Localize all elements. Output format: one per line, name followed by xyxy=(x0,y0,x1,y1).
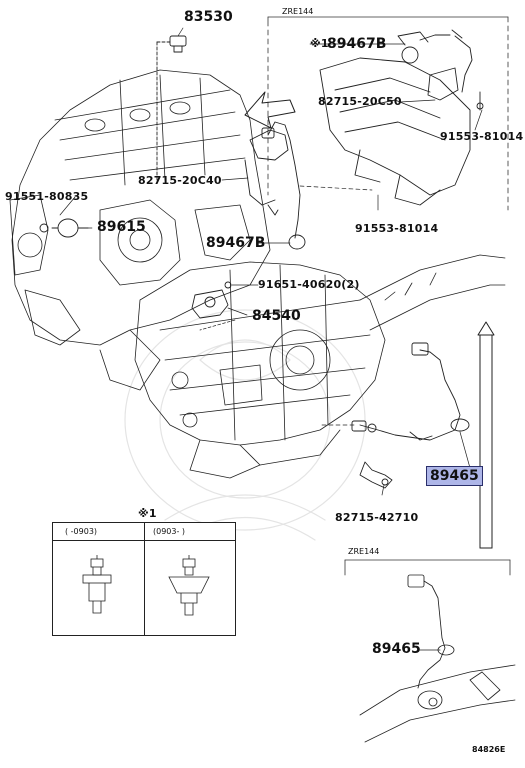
label-91551-80835[interactable]: 91551-80835 xyxy=(5,190,89,203)
exhaust-manifold-zre144 xyxy=(319,29,484,206)
label-zre144-top: ZRE144 xyxy=(282,7,314,16)
leader-lines xyxy=(59,27,483,496)
sensor-variant-new xyxy=(168,555,210,616)
label-89615[interactable]: 89615 xyxy=(97,219,146,235)
label-star1-table: ※1 xyxy=(138,507,157,520)
table-divider-vertical xyxy=(144,523,145,635)
label-91651-40620[interactable]: 91651-40620(2) xyxy=(258,278,360,291)
table-sensor-drawings xyxy=(82,555,210,616)
label-89465-highlighted[interactable]: 89465 xyxy=(426,466,483,486)
zre144-bottom-bracket xyxy=(344,559,511,576)
label-zre144-bottom: ZRE144 xyxy=(348,547,380,556)
label-star1-top: ※1 xyxy=(310,37,329,50)
inset-sensor-and-pipe xyxy=(359,574,516,743)
label-82715-20c40[interactable]: 82715-20C40 xyxy=(138,174,222,187)
upward-arrow xyxy=(477,321,495,549)
label-82715-42710[interactable]: 82715-42710 xyxy=(335,511,419,524)
sensor-variant-old xyxy=(82,555,112,614)
exhaust-pipe xyxy=(359,254,506,331)
table-col2-header: (0903- ) xyxy=(153,527,186,536)
transmission xyxy=(134,261,386,479)
watermark-emblem xyxy=(124,309,366,541)
label-91553-81014-mid[interactable]: 91553-81014 xyxy=(355,222,439,235)
direction-arrow xyxy=(244,91,296,129)
diagram-code: 84826E xyxy=(472,745,506,754)
label-89465-inset[interactable]: 89465 xyxy=(372,641,421,657)
label-83530[interactable]: 83530 xyxy=(184,9,233,25)
label-91553-81014-top[interactable]: 91553-81014 xyxy=(440,130,524,143)
label-89467b-mid[interactable]: 89467B xyxy=(206,235,266,251)
label-89467b-top[interactable]: 89467B xyxy=(327,36,387,52)
zre144-top-bracket xyxy=(267,16,509,211)
engine-block xyxy=(9,69,271,391)
table-divider-horizontal xyxy=(53,540,235,541)
table-col1-header: ( -0903) xyxy=(65,527,98,536)
af-sensor-main xyxy=(351,342,470,489)
label-84540[interactable]: 84540 xyxy=(252,308,301,324)
neutral-start-switch xyxy=(191,281,232,319)
o2-sensor-front xyxy=(244,121,306,250)
variant-table: ( -0903) (0903- ) xyxy=(52,522,236,636)
oil-pressure-switch xyxy=(156,35,187,181)
label-82715-20c50[interactable]: 82715-20C50 xyxy=(318,95,402,108)
